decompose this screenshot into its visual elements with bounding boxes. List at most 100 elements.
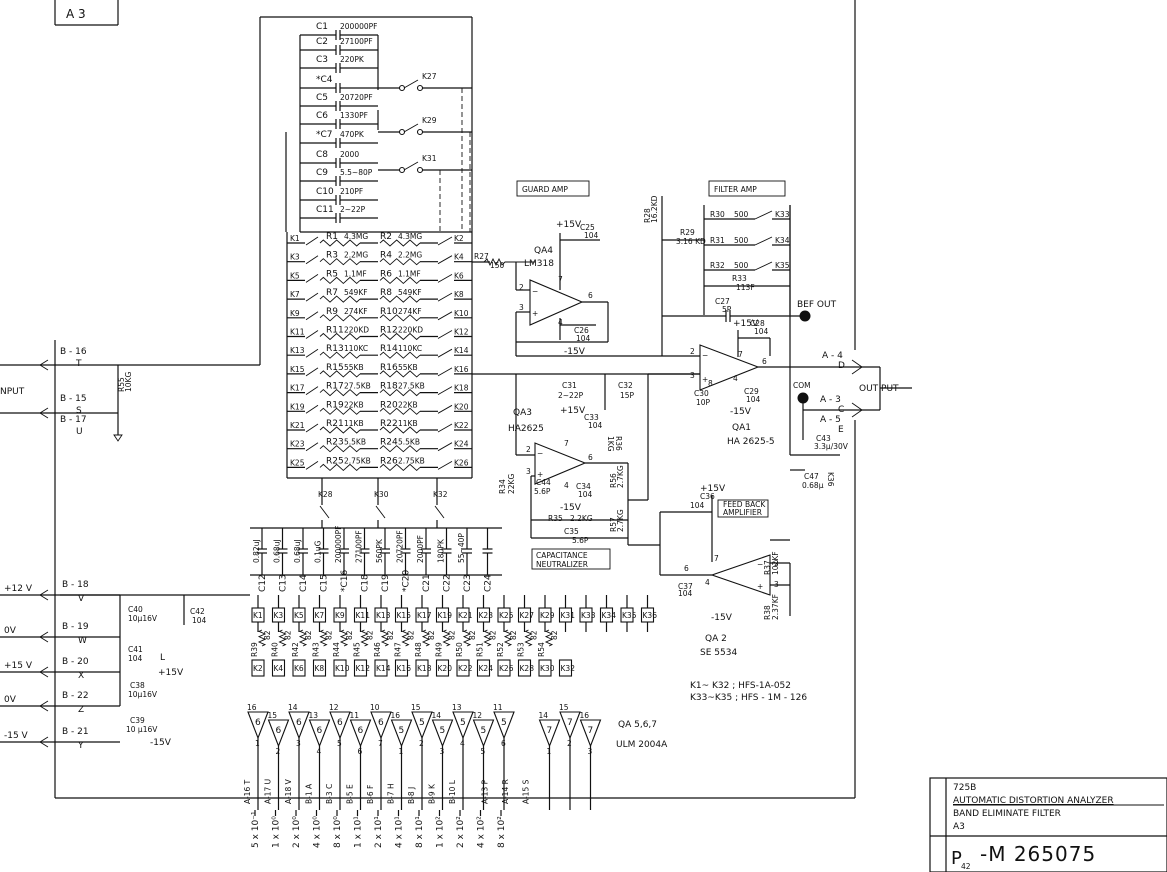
qa2-label: QA 2 xyxy=(705,634,727,644)
cap-ref: *C4 xyxy=(316,75,333,85)
r35-label: R35 xyxy=(548,514,563,523)
cap-val: 20720PF xyxy=(340,93,373,102)
r31-value: 500 xyxy=(734,236,749,245)
buffer-num: 6 xyxy=(337,718,343,728)
qa1-part: HA 2625-5 xyxy=(727,437,775,447)
freq-label: 1 x 10⁰ xyxy=(272,816,282,848)
tb-subtitle: BAND ELIMINATE FILTER xyxy=(953,809,1061,819)
c36-value: 104 xyxy=(690,501,705,510)
driver-res: R44 xyxy=(332,642,341,657)
relay-coil-bot: K12 xyxy=(356,664,371,673)
r35-value: 2.2KG xyxy=(570,514,593,523)
buffer-pin: 10 xyxy=(370,703,380,712)
relay-right: K8 xyxy=(454,290,464,299)
relay-coil-top: K31 xyxy=(561,611,576,620)
bottom-connector: A-13 P xyxy=(481,779,490,804)
relay-coil-top: K15 xyxy=(397,611,412,620)
relay-label: K31 xyxy=(422,154,437,163)
cap-val: 27100PF xyxy=(355,530,364,563)
r38-label: R38 xyxy=(763,605,772,620)
relay-right: K18 xyxy=(454,384,469,393)
c25-value: 104 xyxy=(584,231,599,240)
qa1-opamp xyxy=(699,344,760,391)
res-a-val: 11KB xyxy=(344,419,364,428)
rail-conn: B - 22 xyxy=(62,691,89,701)
driver-res-val: 82 xyxy=(468,630,477,640)
qa4-pin3: 3 xyxy=(519,303,524,312)
cap-ref: C21 xyxy=(422,574,432,592)
bottom-connector: A-18 V xyxy=(284,778,293,804)
cap-val: 210PF xyxy=(340,187,363,196)
relay-coil-top: K11 xyxy=(356,611,371,620)
driver-res-val: 82 xyxy=(550,630,559,640)
qa2-pin4: 4 xyxy=(705,578,710,587)
c33-label: C33 xyxy=(584,413,599,422)
r27-value: 150 xyxy=(490,261,505,270)
filter-amp: FILTER AMP R28 16.2KD R29 3.16 KD R30 R3… xyxy=(643,180,849,490)
res-a-val: 4.3MG xyxy=(344,232,368,241)
sheet-tag: A 3 xyxy=(66,7,86,21)
relay-coil-bot: K14 xyxy=(376,664,391,673)
r28-value: 16.2KD xyxy=(650,195,659,223)
r34-label: R34 xyxy=(498,479,507,494)
relay-left: K21 xyxy=(290,421,305,430)
r36-value: 1KG xyxy=(606,436,615,452)
cap-val: 560PK xyxy=(375,538,384,563)
svg-text:−: − xyxy=(537,449,543,458)
bottom-cap-frame xyxy=(250,527,502,576)
cap-ref: C9 xyxy=(316,168,328,178)
rail-voltage: +15 V xyxy=(4,661,33,671)
relay-coil-bot: K28 xyxy=(520,664,535,673)
res-b-val: 2.2MG xyxy=(398,251,422,260)
relay-coil-bot: K18 xyxy=(417,664,432,673)
r33-label: R33 xyxy=(732,274,747,283)
neutralizer-l1: CAPACITANCE xyxy=(536,551,588,560)
res-b: R16 xyxy=(380,363,398,373)
qa2-pin6: 6 xyxy=(684,564,689,573)
res-a-val: 549KF xyxy=(344,288,368,297)
relay-left: K15 xyxy=(290,365,305,374)
guard-amp-box: GUARD AMP xyxy=(522,185,568,194)
r29-value: 3.16 KD xyxy=(676,237,706,246)
buffer-pin: 13 xyxy=(452,703,462,712)
cap-val: 55~40P xyxy=(457,533,466,563)
svg-text:+: + xyxy=(537,470,543,479)
qa2-vp: +15V xyxy=(700,484,726,494)
relay-coil-top: K21 xyxy=(458,611,473,620)
driver-notes: K1~ K32 ; HFS-1A-052 K33~K35 ; HFS - 1M … xyxy=(616,681,807,750)
driver-res-val: 82 xyxy=(284,630,293,640)
relay-left: K25 xyxy=(290,458,305,467)
cap-val: 0.68uJ xyxy=(293,539,302,563)
relay-left: K23 xyxy=(290,440,305,449)
bottom-capacitors: 0.82uJC120.68uJC130.68uJC140.1uGC1520000… xyxy=(252,526,494,592)
bottom-connector: B-10 L xyxy=(448,779,457,804)
r32-label: R32 xyxy=(710,261,725,270)
guard-vn: -15V xyxy=(564,347,586,357)
sheet-frame: A 3 xyxy=(54,0,856,799)
cap-ref: C8 xyxy=(316,150,328,160)
res-a-val: 110KC xyxy=(344,344,368,353)
r28-label: R28 xyxy=(643,208,652,223)
res-a: R15 xyxy=(326,363,344,373)
c37-value: 104 xyxy=(678,589,693,598)
c30-label: C30 xyxy=(694,389,709,398)
bottom-connector: B-8 J xyxy=(407,787,416,804)
cap-neutralizer: CAPACITANCE NEUTRALIZER C31 2~22P C32 15… xyxy=(498,374,649,570)
buffer-pin: 12 xyxy=(473,711,483,720)
qa1-label: QA1 xyxy=(732,423,751,433)
driver-res: R45 xyxy=(353,642,362,657)
qa3-opamp xyxy=(534,442,587,485)
driver-note1: K1~ K32 ; HFS-1A-052 xyxy=(690,681,791,691)
relay-coil-top: K3 xyxy=(274,611,284,620)
cap-ref: C15 xyxy=(320,574,330,592)
freq-label: 2 x 10⁰ xyxy=(292,816,302,848)
qa1-vp: +15V xyxy=(733,319,759,329)
buffer-num: 5 xyxy=(419,718,425,728)
buffer-pin: 16 xyxy=(247,703,257,712)
cap-val: 27100PF xyxy=(340,37,373,46)
qa4-label: QA4 xyxy=(534,246,553,256)
rail-voltage: 0V xyxy=(4,626,17,636)
relay-right: K26 xyxy=(454,458,469,467)
driver-res: R53 xyxy=(517,642,526,657)
